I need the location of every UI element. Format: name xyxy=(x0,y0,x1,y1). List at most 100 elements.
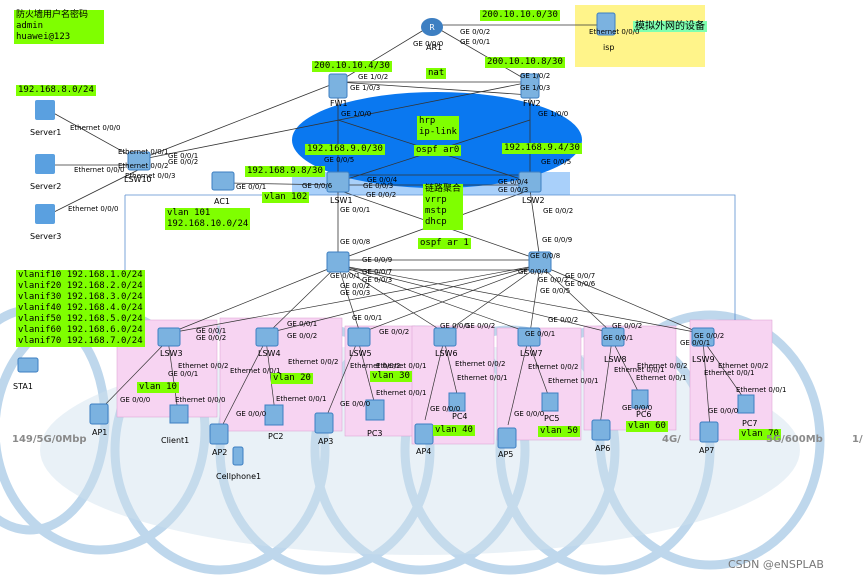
port-label: Ethernet 0/0/1 xyxy=(376,362,427,370)
vlanif-line: vlanif50 192.168.5.0/24 xyxy=(18,314,143,324)
port-label: GE 0/0/1 xyxy=(330,272,361,280)
port-label: Ethernet 0/0/2 xyxy=(528,363,579,371)
vlanif-line: vlanif60 192.168.6.0/24 xyxy=(18,325,143,335)
device-name-pc2[interactable]: PC2 xyxy=(268,432,284,441)
access-box-lsw7 xyxy=(496,327,582,441)
ospf-area1-label: ospf ar 1 xyxy=(418,238,471,249)
ospf-area0-ellipse xyxy=(292,92,582,188)
device-name-lsw9[interactable]: LSW9 xyxy=(692,355,715,364)
port-label: GE 0/0/2 xyxy=(168,158,199,166)
vlan101-id: vlan 101 xyxy=(167,208,211,218)
lsw1-fw1-subnet-label: 192.168.9.0/30 xyxy=(305,144,385,155)
port-label: Ethernet 0/0/2 xyxy=(288,358,339,366)
device-name-ap1[interactable]: AP1 xyxy=(92,428,108,437)
device-name-server3[interactable]: Server3 xyxy=(30,232,62,241)
port-label: GE 0/0/5 xyxy=(324,156,355,164)
port-label: Ethernet 0/0/1 xyxy=(704,369,755,377)
vlanif-line: vlanif70 192.168.7.0/24 xyxy=(18,336,143,346)
port-label: GE 0/0/0 xyxy=(340,400,371,408)
vlan30-label: vlan 30 xyxy=(370,371,412,382)
device-name-server2[interactable]: Server2 xyxy=(30,182,62,191)
device-name-ap6[interactable]: AP6 xyxy=(595,444,611,453)
device-name-lsw6[interactable]: LSW6 xyxy=(435,349,458,358)
device-name-lsw4[interactable]: LSW4 xyxy=(258,349,281,358)
port-label: GE 0/0/1 xyxy=(287,320,318,328)
port-label: GE 0/0/2 xyxy=(379,328,410,336)
device-name-pc4[interactable]: PC4 xyxy=(452,412,468,421)
port-label: Ethernet 0/0/1 xyxy=(118,148,169,156)
device-name-ap3[interactable]: AP3 xyxy=(318,437,334,446)
vlan20-label: vlan 20 xyxy=(271,373,313,384)
device-name-ac1[interactable]: AC1 xyxy=(214,197,231,206)
vlan40-label: vlan 40 xyxy=(433,425,475,436)
device-name-ap2[interactable]: AP2 xyxy=(212,448,228,457)
port-label: GE 0/0/7 xyxy=(565,272,596,280)
vlanif-list-note: vlanif10 192.168.1.0/24 vlanif20 192.168… xyxy=(16,270,145,347)
port-label: Ethernet 0/0/1 xyxy=(548,377,599,385)
device-name-lsw3[interactable]: LSW3 xyxy=(160,349,183,358)
device-name-pc7[interactable]: PC7 xyxy=(742,419,758,428)
nat-label: nat xyxy=(426,68,447,79)
port-label: GE 0/0/1 xyxy=(603,334,634,342)
port-label: Ethernet 0/0/0 xyxy=(74,166,125,174)
device-name-client1[interactable]: Client1 xyxy=(161,436,190,445)
port-label: GE 0/0/0 xyxy=(413,40,444,48)
port-label: Ethernet 0/0/0 xyxy=(175,396,226,404)
hrp-line: hrp xyxy=(419,116,436,126)
device-name-sta1[interactable]: STA1 xyxy=(13,382,33,391)
port-label: GE 0/0/2 xyxy=(548,316,579,324)
device-icons: R xyxy=(17,12,755,466)
port-label: GE 0/0/1 xyxy=(680,339,711,347)
device-name-pc6[interactable]: PC6 xyxy=(636,410,652,419)
port-label: GE 0/0/3 xyxy=(498,186,529,194)
port-label: GE 0/0/0 xyxy=(708,407,739,415)
bandwidth-label-edge: 1/ xyxy=(852,434,863,445)
device-name-lsw1[interactable]: LSW1 xyxy=(330,196,353,205)
port-label: Ethernet 0/0/2 xyxy=(118,162,169,170)
vlan50-label: vlan 50 xyxy=(538,426,580,437)
device-name-lsw8[interactable]: LSW8 xyxy=(604,355,627,364)
port-label: GE 0/0/2 xyxy=(460,28,491,36)
router-icon: R xyxy=(421,18,443,36)
port-label: Ethernet 0/0/0 xyxy=(70,124,121,132)
device-name-lsw10[interactable]: LSW10 xyxy=(124,175,152,184)
vlan70-label: vlan 70 xyxy=(739,429,781,440)
port-label: GE 0/0/1 xyxy=(352,314,383,322)
port-label: GE 0/0/6 xyxy=(565,280,596,288)
port-label: GE 1/0/3 xyxy=(350,84,381,92)
port-label: GE 0/0/2 xyxy=(366,191,397,199)
device-name-lsw5[interactable]: LSW5 xyxy=(349,349,372,358)
device-name-lsw2[interactable]: LSW2 xyxy=(522,196,545,205)
dhcp-line: dhcp xyxy=(425,217,447,227)
device-name-fw2[interactable]: FW2 xyxy=(523,99,541,108)
port-label: GE 1/0/3 xyxy=(520,84,551,92)
vlan101-subnet: 192.168.10.0/24 xyxy=(167,219,249,229)
port-label: GE 0/0/8 xyxy=(530,252,561,260)
device-name-lsw7[interactable]: LSW7 xyxy=(520,349,543,358)
fw1-subnet-label: 200.10.10.4/30 xyxy=(312,61,392,72)
port-label: GE 0/0/2 xyxy=(612,322,643,330)
access-point-icon xyxy=(89,403,719,449)
link-agg-title: 链路聚合 xyxy=(425,184,462,194)
device-name-pc3[interactable]: PC3 xyxy=(367,429,383,438)
device-name-cellphone1[interactable]: Cellphone1 xyxy=(216,472,262,481)
port-label: GE 0/0/9 xyxy=(362,256,393,264)
device-name-server1[interactable]: Server1 xyxy=(30,128,62,137)
port-label: GE 0/0/4 xyxy=(518,268,549,276)
port-label: GE 0/0/0 xyxy=(514,410,545,418)
port-label: GE 0/0/0 xyxy=(236,410,267,418)
device-name-ar1[interactable]: AR1 xyxy=(426,43,443,52)
device-name-ap7[interactable]: AP7 xyxy=(699,446,715,455)
port-label: GE 0/0/1 xyxy=(460,38,491,46)
external-device-label: 模拟外网的设备 xyxy=(633,21,707,32)
device-name-isp[interactable]: isp xyxy=(603,43,615,52)
vlan101-note: vlan 101 192.168.10.0/24 xyxy=(165,208,251,230)
device-name-ap5[interactable]: AP5 xyxy=(498,450,514,459)
device-name-ap4[interactable]: AP4 xyxy=(416,447,432,456)
device-name-fw1[interactable]: FW1 xyxy=(330,99,348,108)
port-label: GE 0/0/1 xyxy=(340,206,371,214)
device-name-pc5[interactable]: PC5 xyxy=(544,414,560,423)
vlan102-label: vlan 102 xyxy=(262,192,310,203)
watermark: CSDN @eNSPLAB xyxy=(728,558,824,571)
